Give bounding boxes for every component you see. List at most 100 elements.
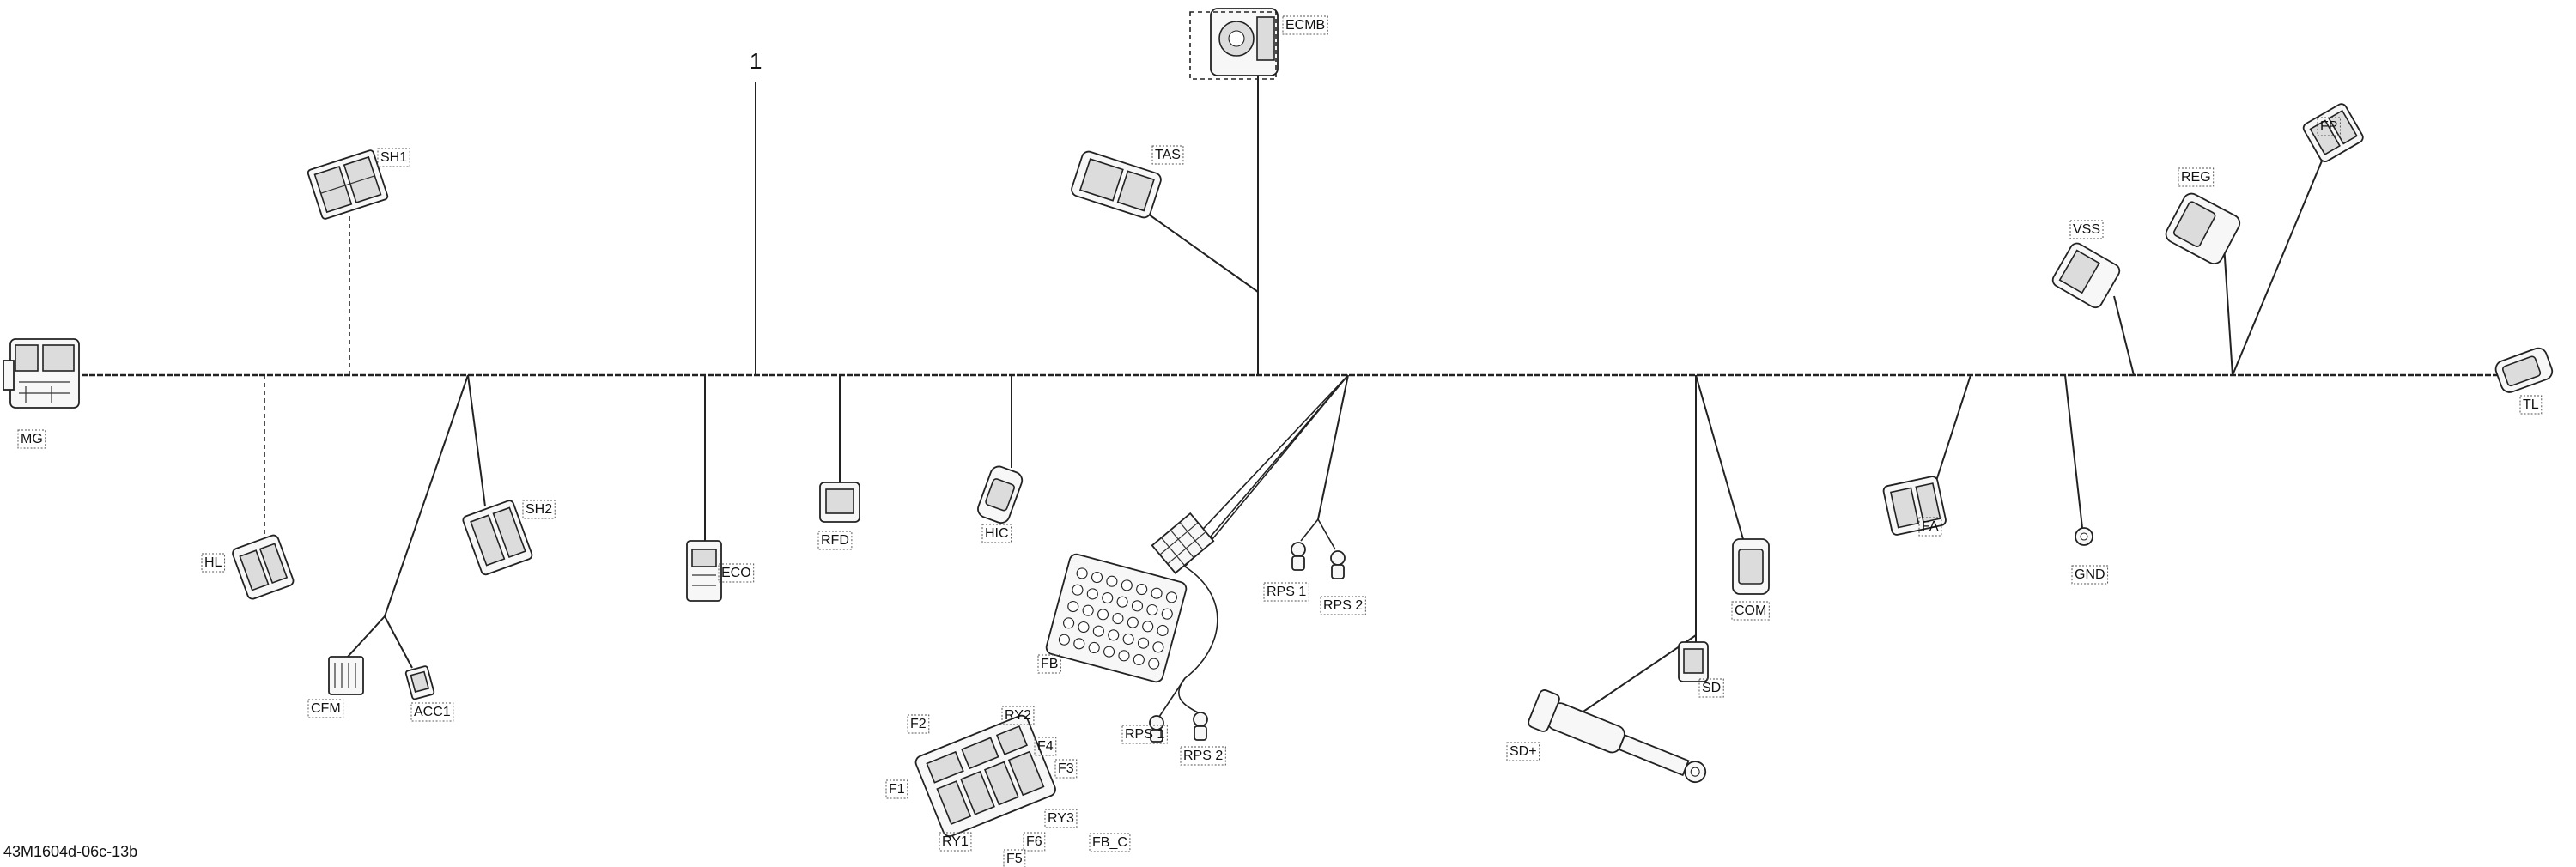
cfm-wire	[347, 615, 386, 658]
label-frame	[1731, 601, 1770, 621]
callout-number: 1	[750, 48, 762, 74]
rps2-a-label: RPS 2	[1323, 598, 1363, 613]
com-connector[interactable]	[1732, 538, 1770, 595]
label-frame	[981, 524, 1012, 543]
label-frame	[410, 702, 454, 722]
ecmb-label: ECMB	[1285, 18, 1325, 33]
sd-connector[interactable]	[1678, 641, 1709, 682]
label-frame	[1151, 145, 1184, 165]
cfm-acc1-wire	[384, 374, 469, 617]
reg-connector[interactable]	[2163, 191, 2243, 267]
label-frame	[907, 714, 930, 734]
label-frame	[2317, 117, 2341, 136]
f5-label: F5	[1006, 852, 1023, 866]
sd-label: SD	[1702, 681, 1721, 695]
tl-connector[interactable]	[2494, 346, 2555, 395]
label-frame	[1918, 517, 1942, 537]
vss-label: VSS	[2073, 222, 2100, 237]
fb-rps-lead-2	[1167, 677, 1186, 705]
hl-label: HL	[204, 555, 222, 570]
label-frame	[1034, 737, 1057, 756]
rps1-a-terminal[interactable]	[1291, 542, 1306, 571]
fb-wire-a	[1193, 374, 1349, 540]
rps1-b-label: RPS 1	[1125, 727, 1164, 742]
label-frame	[1003, 849, 1026, 867]
sh2-wire	[467, 374, 486, 507]
f1-label: F1	[889, 782, 905, 797]
cfm-label: CFM	[311, 701, 341, 716]
eco-connector[interactable]	[686, 540, 722, 602]
acc1-label: ACC1	[414, 705, 451, 719]
label-frame	[1180, 746, 1226, 766]
drawing-code: 43M1604d-06c-13b	[3, 843, 137, 860]
label-frame	[377, 148, 410, 167]
label-frame	[307, 699, 344, 718]
f4-label: F4	[1037, 739, 1054, 754]
fa-connector[interactable]	[1882, 476, 1947, 536]
label-frame	[2071, 565, 2109, 585]
label-frame	[1089, 833, 1131, 852]
reg-wire	[2223, 244, 2233, 376]
fb-label: FB	[1041, 657, 1058, 671]
hl-connector[interactable]	[231, 534, 295, 600]
sd-plus-actuator[interactable]	[1527, 688, 1712, 794]
hic-label: HIC	[985, 526, 1009, 541]
fb-c-fuse-box[interactable]	[914, 713, 1057, 838]
rfd-label: RFD	[821, 533, 849, 548]
label-frame	[2178, 167, 2215, 187]
ry1-label: RY1	[942, 834, 969, 849]
label-frame	[885, 779, 908, 799]
label-frame	[939, 832, 972, 852]
label-frame	[2519, 395, 2543, 415]
rps2-a-terminal[interactable]	[1330, 550, 1346, 579]
fb-connector[interactable]	[1045, 553, 1188, 683]
ecmb-connector[interactable]	[1189, 8, 1279, 80]
rps2-b-label: RPS 2	[1183, 749, 1223, 763]
label-frame	[1320, 596, 1366, 615]
gnd-label: GND	[2075, 567, 2105, 582]
rps1-b-terminal[interactable]	[1149, 703, 1169, 743]
fp-label: FP	[2320, 119, 2337, 134]
label-frame	[1121, 725, 1168, 744]
label-frame	[17, 429, 46, 449]
label-frame	[1506, 742, 1540, 761]
label-frame	[1044, 809, 1078, 828]
gnd-terminal[interactable]	[2075, 527, 2093, 546]
label-frame	[2069, 220, 2104, 239]
rps1-a-label: RPS 1	[1267, 585, 1306, 599]
f6-label: F6	[1026, 834, 1042, 849]
fb-c-label: FB_C	[1092, 835, 1127, 850]
fb-wire-c	[1184, 374, 1349, 567]
label-frame	[522, 500, 556, 519]
fb-cover	[1151, 512, 1215, 574]
f3-label: F3	[1058, 761, 1074, 776]
cfm-connector[interactable]	[328, 656, 364, 695]
sh1-connector[interactable]	[307, 149, 389, 220]
vss-connector[interactable]	[2050, 241, 2122, 310]
acc1-connector[interactable]	[404, 665, 435, 700]
sd-plus-wire	[1575, 634, 1697, 718]
label-frame	[718, 563, 755, 583]
label-frame	[1001, 706, 1035, 725]
hic-connector[interactable]	[975, 464, 1024, 525]
label-frame	[1054, 759, 1078, 779]
acc1-wire	[384, 615, 413, 669]
tas-connector[interactable]	[1070, 149, 1163, 219]
label-frame	[817, 531, 853, 550]
vss-wire	[2113, 295, 2135, 376]
label-frame	[1263, 582, 1309, 602]
sh2-connector[interactable]	[462, 500, 533, 576]
sh2-label: SH2	[526, 502, 552, 517]
com-label: COM	[1735, 603, 1766, 618]
fp-wire	[2232, 158, 2324, 376]
reg-label: REG	[2181, 170, 2211, 185]
rps-split	[1300, 518, 1336, 550]
rps2-b-terminal[interactable]	[1193, 712, 1208, 741]
mg-label: MG	[21, 432, 43, 446]
f2-label: F2	[910, 717, 927, 731]
rfd-connector[interactable]	[819, 482, 860, 523]
mg-connector[interactable]	[3, 338, 80, 409]
label-frame	[201, 553, 226, 573]
eco-label: ECO	[721, 566, 751, 580]
